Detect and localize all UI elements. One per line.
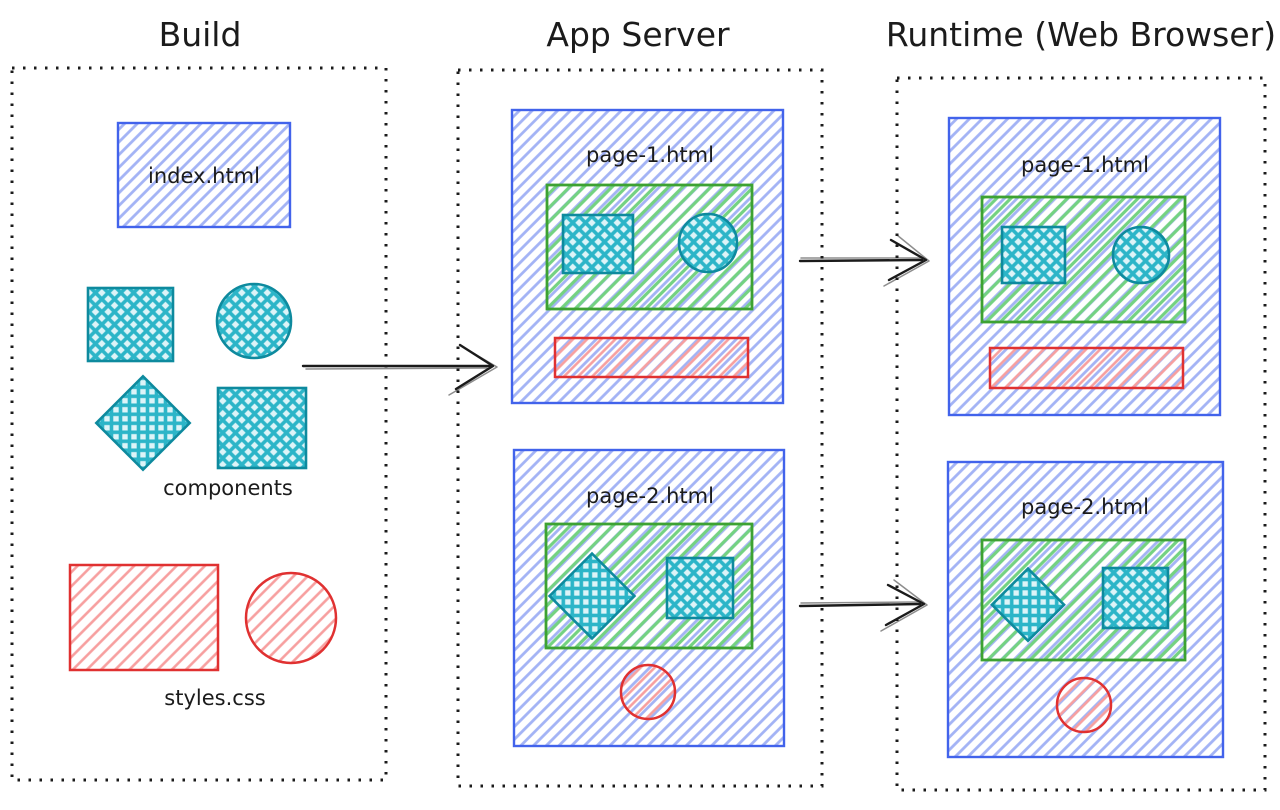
styles-css-label: styles.css: [164, 686, 265, 710]
runtime-page2-card: page-2.html: [946, 460, 1225, 759]
runtime-page2-teal-square: [1101, 566, 1170, 630]
component-circle: [215, 282, 293, 360]
runtime-page1-red-bar: [988, 346, 1185, 390]
runtime-page1-card: page-1.html: [947, 116, 1222, 417]
page2-red-circle: [619, 663, 677, 721]
arrowhead: [887, 238, 928, 282]
page2-teal-diamond: [547, 551, 637, 641]
page1-red-bar: [553, 336, 750, 379]
appserver-to-runtime-arrow-top: [798, 234, 930, 287]
build-to-appserver-arrow: [301, 343, 498, 396]
app-server-title: App Server: [546, 15, 730, 54]
index-html-card: index.html: [116, 121, 292, 229]
appserver-to-runtime-arrow-bottom: [798, 579, 928, 632]
index-html-box: [116, 121, 292, 229]
runtime-title: Runtime (Web Browser): [886, 15, 1276, 54]
build-column: Build index.html components styles.css: [10, 15, 388, 782]
styles-css-circle: [244, 571, 338, 665]
runtime-boundary: [895, 76, 1267, 792]
component-square-2: [216, 386, 308, 470]
runtime-page2-red-circle: [1055, 676, 1113, 734]
app-server-page1-card: page-1.html: [510, 108, 785, 405]
styles-css-group: styles.css: [68, 563, 338, 710]
runtime-page2-teal-diamond: [990, 566, 1066, 643]
page2-teal-square: [665, 556, 735, 620]
runtime-page1-card-label: page-1.html: [1021, 153, 1149, 177]
runtime-page1-teal-circle: [1111, 225, 1171, 285]
page1-teal-circle: [677, 212, 739, 274]
build-title: Build: [159, 15, 242, 54]
runtime-page1-teal-square: [1000, 225, 1067, 285]
index-html-label: index.html: [148, 164, 260, 188]
app-server-column: App Server page-1.html page-2.html: [456, 15, 824, 788]
styles-css-box: [68, 563, 220, 672]
page1-teal-square: [561, 213, 635, 275]
components-label: components: [163, 476, 293, 500]
component-square-1: [86, 286, 175, 363]
runtime-column: Runtime (Web Browser) page-1.html page-2…: [886, 15, 1276, 792]
page2-card-label: page-2.html: [586, 484, 714, 508]
page1-card-label: page-1.html: [586, 143, 714, 167]
component-diamond: [94, 374, 192, 472]
runtime-page2-card-label: page-2.html: [1021, 495, 1149, 519]
build-boundary: [10, 66, 388, 782]
components-group: components: [86, 282, 308, 500]
arrowhead: [884, 583, 926, 627]
app-server-page2-card: page-2.html: [512, 448, 786, 748]
